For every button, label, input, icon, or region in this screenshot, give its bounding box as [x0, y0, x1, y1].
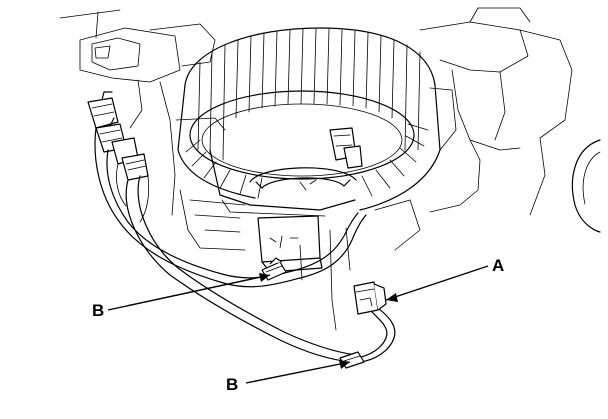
callout-b-lower-label: B — [226, 375, 238, 394]
blower-fan-assembly — [177, 27, 441, 273]
heater-housing-background — [59, 7, 601, 331]
wire-harness — [94, 127, 396, 363]
leader-lines — [107, 265, 489, 384]
callout-a-label: A — [492, 256, 504, 275]
harness-connectors-left — [87, 91, 149, 181]
callout-b-upper-label: B — [92, 301, 104, 320]
connector-a — [353, 281, 387, 315]
